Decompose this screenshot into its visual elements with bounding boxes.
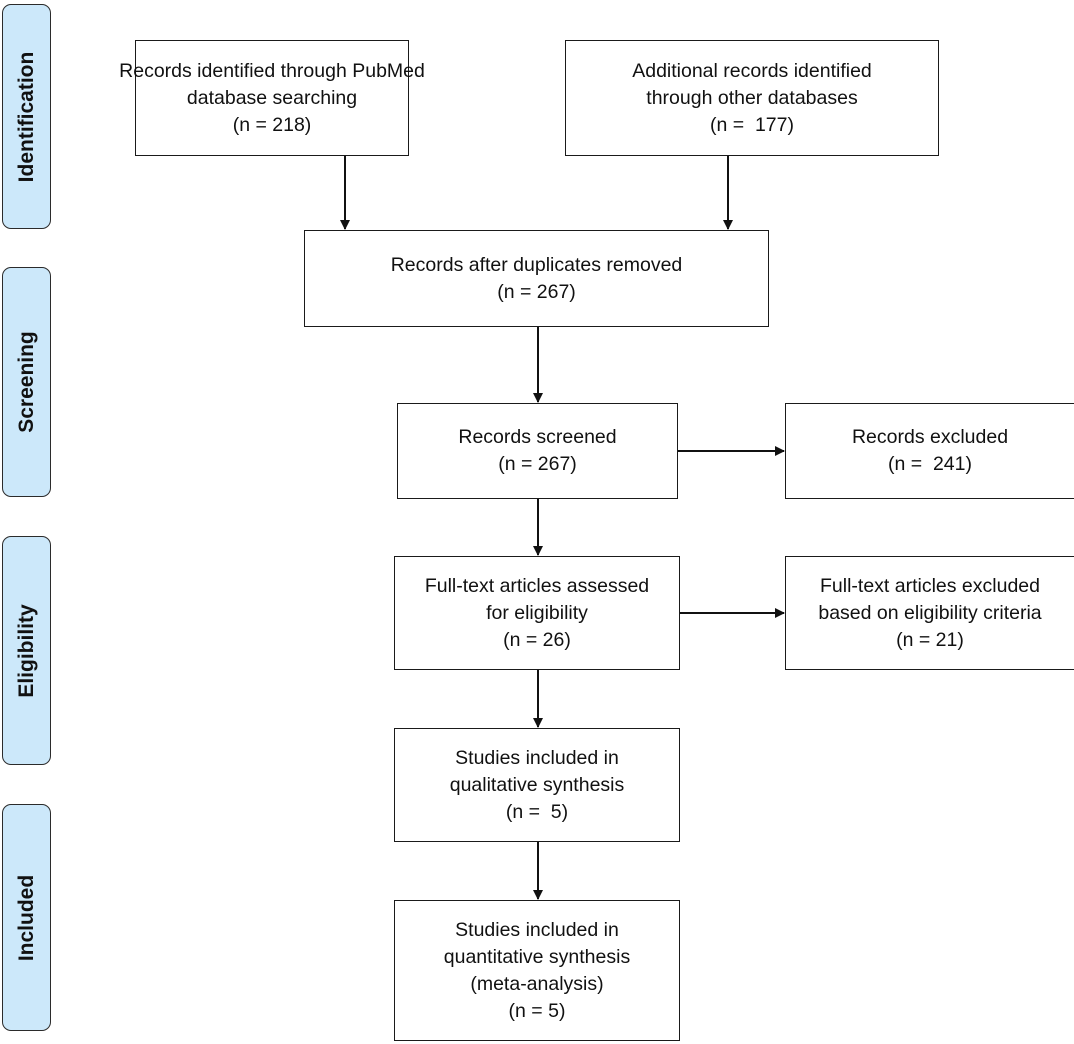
box-qualitative-synthesis: Studies included in qualitative synthesi… [394, 728, 680, 842]
box-line: quantitative synthesis [443, 945, 631, 968]
box-line: database searching [186, 86, 358, 109]
box-line: Full-text articles assessed [424, 574, 650, 597]
box-line: qualitative synthesis [449, 773, 625, 796]
phase-included: Included [2, 804, 51, 1031]
box-line: Full-text articles excluded [819, 574, 1040, 597]
box-line: (n = 5) [505, 800, 569, 823]
box-line: (n = 26) [503, 628, 571, 651]
box-line: Studies included in [455, 918, 619, 941]
box-line: Records after duplicates removed [390, 253, 683, 276]
box-quantitative-synthesis: Studies included in quantitative synthes… [394, 900, 680, 1041]
box-line: (n = 5) [508, 999, 566, 1022]
box-line: for eligibility [486, 601, 588, 624]
box-fulltext-assessed: Full-text articles assessed for eligibil… [394, 556, 680, 670]
phase-identification: Identification [2, 4, 51, 229]
phase-eligibility: Eligibility [2, 536, 51, 765]
box-line: through other databases [646, 86, 858, 109]
box-other-records: Additional records identified through ot… [565, 40, 939, 156]
box-line: Records screened [458, 426, 617, 448]
box-line: based on eligibility criteria [818, 601, 1042, 624]
box-line: Records identified through PubMed [119, 59, 425, 82]
box-records-screened: Records screened (n = 267) [397, 403, 678, 499]
box-line: (n = 177) [709, 113, 794, 136]
box-line: (n = 21) [896, 628, 964, 651]
box-fulltext-excluded: Full-text articles excluded based on eli… [785, 556, 1074, 670]
box-line: Additional records identified [632, 59, 872, 82]
box-pubmed-records: Records identified through PubMed databa… [119, 40, 425, 156]
box-line: (n = 267) [497, 280, 576, 303]
box-line: Records excluded [851, 426, 1009, 448]
box-line: (meta-analysis) [470, 972, 604, 995]
box-line: Studies included in [455, 746, 619, 769]
box-records-excluded: Records excluded (n = 241) [785, 403, 1074, 499]
box-after-duplicates: Records after duplicates removed (n = 26… [304, 230, 769, 327]
box-line: (n = 218) [232, 113, 312, 136]
box-line: (n = 267) [498, 453, 577, 475]
box-line: (n = 241) [887, 453, 972, 475]
phase-screening: Screening [2, 267, 51, 497]
